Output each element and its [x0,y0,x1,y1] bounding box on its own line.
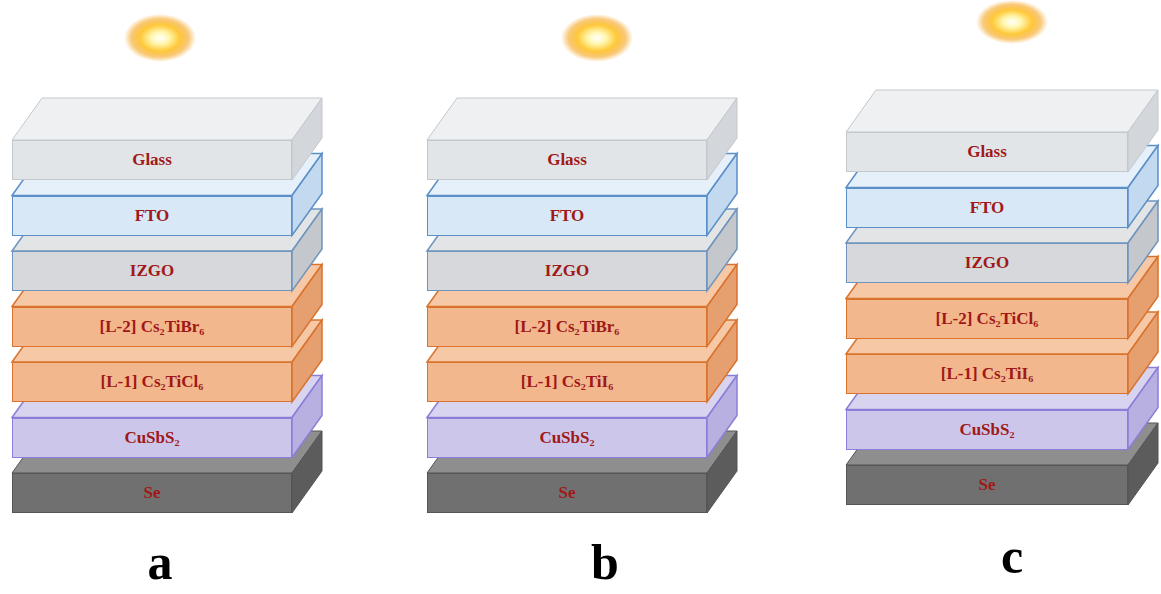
layer-label: FTO [970,198,1005,218]
layer-label: [L-1] Cs₂TiI₆ [521,372,614,392]
layer-label: [L-1] Cs₂TiCl₆ [101,372,204,392]
panel-letter: b [591,537,619,587]
layer-label: Glass [547,150,587,170]
layer-label: FTO [135,206,170,226]
layer-label: [L-2] Cs₂TiBr₆ [515,317,620,337]
layer-label: [L-2] Cs₂TiCl₆ [936,309,1039,329]
layer-box: CuSbS₂ [846,410,1128,450]
layer-slab [12,98,322,180]
layer-label: IZGO [965,253,1009,273]
panel-letter: c [1001,531,1023,581]
layer-box: IZGO [427,251,707,291]
layer-box: [L-1] Cs₂TiCl₆ [12,362,292,402]
layer-box: FTO [12,196,292,236]
layer-box: FTO [427,196,707,236]
layer-box: [L-1] Cs₂TiI₆ [427,362,707,402]
slab-top [846,90,1158,132]
layer-label: FTO [550,206,585,226]
layer-slab [846,90,1158,172]
layer-box: CuSbS₂ [12,418,292,458]
layer-box: [L-2] Cs₂TiBr₆ [12,307,292,347]
layer-box: Glass [12,140,292,180]
sun [561,14,633,62]
layer-label: IZGO [130,261,174,281]
layer-label: Se [979,475,996,495]
slab-top [427,98,737,140]
sun [124,14,196,62]
layer-box: Glass [427,140,707,180]
sun [976,0,1048,44]
layer-box: [L-2] Cs₂TiCl₆ [846,299,1128,339]
layer-label: Glass [132,150,172,170]
layer-box: Se [846,465,1128,505]
layer-label: CuSbS₂ [539,428,594,448]
layer-label: CuSbS₂ [959,420,1014,440]
slab-side [292,98,322,180]
layer-box: Se [427,473,707,513]
slab-top [12,98,322,140]
layer-label: [L-1] Cs₂TiI₆ [941,364,1034,384]
layer-box: [L-1] Cs₂TiI₆ [846,354,1128,394]
layer-box: CuSbS₂ [427,418,707,458]
layer-label: [L-2] Cs₂TiBr₆ [100,317,205,337]
layer-label: Se [559,483,576,503]
layer-label: Glass [967,142,1007,162]
layer-label: CuSbS₂ [124,428,179,448]
layer-slab [427,98,737,180]
layer-box: Glass [846,132,1128,172]
slab-side [1128,90,1158,172]
layer-label: IZGO [545,261,589,281]
panel-letter: a [148,537,173,587]
layer-box: Se [12,473,292,513]
layer-box: [L-2] Cs₂TiBr₆ [427,307,707,347]
layer-box: IZGO [12,251,292,291]
layer-label: Se [144,483,161,503]
layer-box: IZGO [846,243,1128,283]
layer-box: FTO [846,188,1128,228]
slab-side [707,98,737,180]
